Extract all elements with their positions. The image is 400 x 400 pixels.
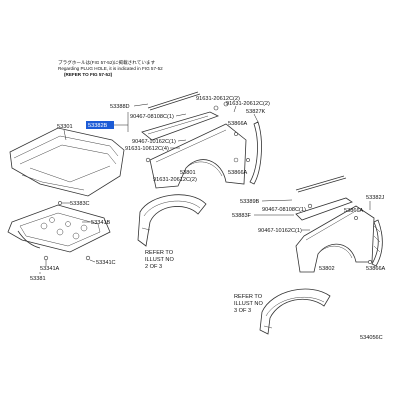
hood-insulator: [7, 204, 111, 253]
ref-3of3-line1: REFER TO: [234, 294, 263, 300]
clip-icon: [58, 201, 62, 205]
ref-2of3-line1: REFER TO: [145, 250, 174, 256]
bolt-icon: [145, 157, 151, 163]
callout-53341A[interactable]: 53341A: [40, 266, 60, 272]
callout-90467-10162C[interactable]: 90467-10162C(1): [132, 139, 176, 145]
hood-seal: [17, 230, 41, 249]
clip-icon: [43, 255, 49, 261]
callout-53383C[interactable]: 53383C: [70, 201, 90, 207]
callout-91631-20612C-mid[interactable]: 91631-20612C(2): [153, 177, 197, 183]
clip-icon: [85, 255, 91, 261]
front-fender-left: [149, 123, 247, 189]
bolt-icon: [223, 101, 229, 107]
fender-side-seal-right: [371, 219, 383, 267]
callout-53381[interactable]: 53381: [30, 276, 46, 282]
bolt-icon: [307, 203, 313, 209]
plug-hole-note: ブラグホールは(FIG 57-52)に掲載されています Regarding PL…: [58, 59, 163, 77]
callout-91631-10612C[interactable]: 91631-10612C(4): [125, 146, 169, 152]
callout-53301[interactable]: 53301: [57, 124, 73, 130]
callout-53382B[interactable]: 53382B: [88, 123, 108, 129]
callout-53866A-2[interactable]: 53866A: [228, 170, 248, 176]
note-line-1: ブラグホールは(FIG 57-52)に掲載されています: [58, 59, 156, 66]
callout-90467-08108C[interactable]: 90467-08108C(1): [130, 114, 174, 120]
callout-53388D[interactable]: 53388D: [110, 104, 130, 110]
callout-53382J[interactable]: 53382J: [366, 195, 385, 201]
fender-liner-left: [137, 194, 207, 247]
callout-53341C[interactable]: 53341C: [96, 260, 116, 266]
callout-53389B[interactable]: 53389B: [240, 199, 260, 205]
callout-53883F[interactable]: 53883F: [232, 213, 252, 219]
fender-bracket: [141, 111, 220, 141]
callout-91631-20612C-top[interactable]: 91631-20612C(2): [196, 96, 240, 102]
callout-53866A-3[interactable]: 53866A: [344, 208, 364, 214]
clip-icon: [368, 260, 372, 264]
callout-highlight: [86, 121, 114, 129]
ref-2of3-line3: 2 OF 3: [145, 264, 162, 270]
note-line-3: (REFER TO FIG 57-52): [64, 72, 113, 77]
callout-53341B[interactable]: 53341B: [91, 220, 111, 226]
clip-icon: [246, 158, 250, 162]
illustration-code: 534056C: [360, 335, 383, 341]
fender-liner-right: [259, 288, 331, 335]
clip-icon: [354, 216, 358, 220]
fender-side-seal: [249, 121, 262, 185]
fender-bracket-right: [295, 197, 353, 221]
fender-seal-right: [295, 175, 345, 191]
ref-3of3-line2: ILLUST NO: [234, 301, 263, 307]
bolt-icon: [213, 105, 219, 111]
callout-91631-20612C-b[interactable]: 91631-20612C(2): [226, 101, 270, 107]
callout-53802[interactable]: 53802: [319, 266, 335, 272]
callout-53866A-1[interactable]: 53866A: [228, 121, 248, 127]
hood-panel: [9, 127, 125, 197]
ref-2of3-line2: ILLUST NO: [145, 257, 174, 263]
callout-90467-10162C-b[interactable]: 90467-10162C(1): [258, 228, 302, 234]
callout-90467-08108C-b[interactable]: 90467-08108C(1): [262, 207, 306, 213]
callout-53866A-4[interactable]: 53866A: [366, 266, 386, 272]
callout-53827K[interactable]: 53827K: [246, 109, 266, 115]
callout-53801[interactable]: 53801: [180, 170, 196, 176]
fender-seal-top: [147, 91, 199, 109]
note-line-2: Regarding PLUG HOLE, it is indicated in …: [58, 66, 163, 71]
ref-3of3-line3: 3 OF 3: [234, 308, 251, 314]
front-fender-right: [295, 205, 375, 273]
clip-icon: [234, 132, 238, 136]
